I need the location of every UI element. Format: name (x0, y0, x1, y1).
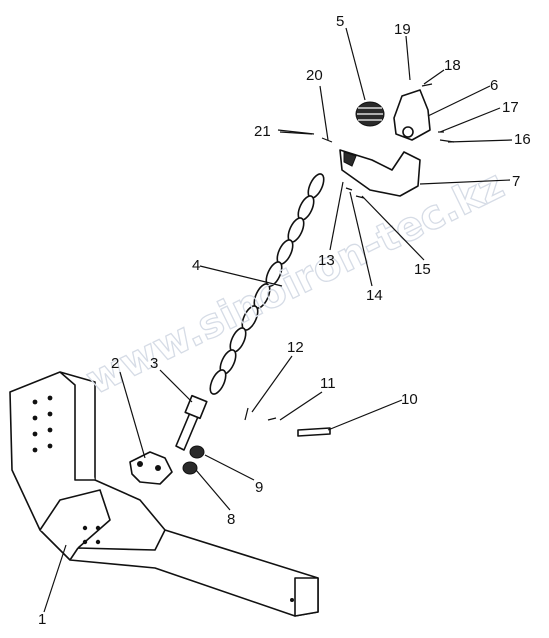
callout-1: 1 (38, 611, 46, 628)
frame-holes (32, 395, 294, 602)
callout-18: 18 (444, 57, 461, 74)
callout-15: 15 (414, 261, 431, 278)
callout-19: 19 (394, 21, 411, 38)
callout-9: 9 (255, 479, 263, 496)
callout-17: 17 (502, 99, 519, 116)
callout-8: 8 (227, 511, 235, 528)
washers-and-pins (182, 83, 455, 475)
callout-12: 12 (287, 339, 304, 356)
spring (355, 101, 385, 127)
callout-3: 3 (150, 355, 158, 372)
leader-lines (43, 27, 513, 613)
hook-body (393, 89, 431, 141)
callout-4: 4 (192, 257, 200, 274)
callout-2: 2 (111, 355, 119, 372)
threaded-pin (175, 394, 208, 451)
callout-21: 21 (254, 123, 271, 140)
callout-6: 6 (490, 77, 498, 94)
callout-14: 14 (366, 287, 383, 304)
callout-5: 5 (336, 13, 344, 30)
hook-bracket (129, 451, 173, 485)
frame-beam (9, 371, 319, 617)
watermark-text: www.sinoiron-tec.kz (79, 162, 511, 404)
callout-16: 16 (514, 131, 531, 148)
chain (209, 173, 325, 395)
callout-10: 10 (401, 391, 418, 408)
callout-numbers: 1 2 3 4 5 6 7 8 9 10 11 12 13 14 15 16 1… (38, 13, 531, 628)
callout-7: 7 (512, 173, 520, 190)
callout-13: 13 (318, 252, 335, 269)
callout-11: 11 (320, 375, 336, 392)
latch-lever (339, 149, 421, 197)
callout-20: 20 (306, 67, 323, 84)
